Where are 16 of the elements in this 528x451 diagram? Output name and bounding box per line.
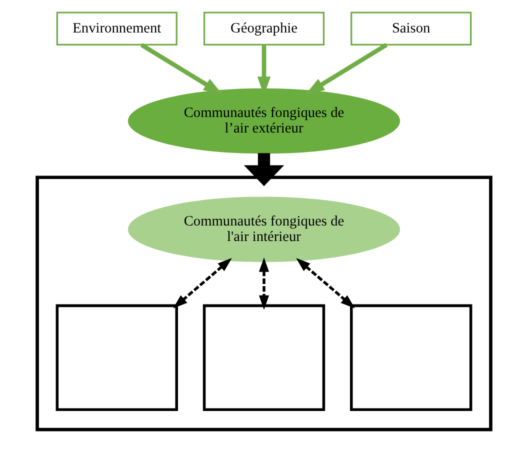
- node-box: [56, 304, 178, 412]
- node-box: Géographie: [203, 12, 325, 46]
- node-box: Environnement: [56, 12, 178, 46]
- arrow: [173, 258, 232, 308]
- node-ellipse: Communautés fongiques de l’air extérieur: [128, 88, 400, 154]
- arrow: [306, 42, 388, 94]
- arrow: [296, 258, 355, 308]
- cluster: [36, 176, 492, 432]
- node-box: [350, 304, 472, 412]
- arrow: [257, 45, 271, 96]
- arrow: [140, 42, 222, 94]
- node-ellipse: Communautés fongiques de l'air intérieur: [128, 196, 400, 262]
- arrow: [244, 153, 284, 186]
- node-box: Saison: [350, 12, 472, 46]
- node-box: [202, 304, 326, 412]
- arrow: [258, 257, 270, 310]
